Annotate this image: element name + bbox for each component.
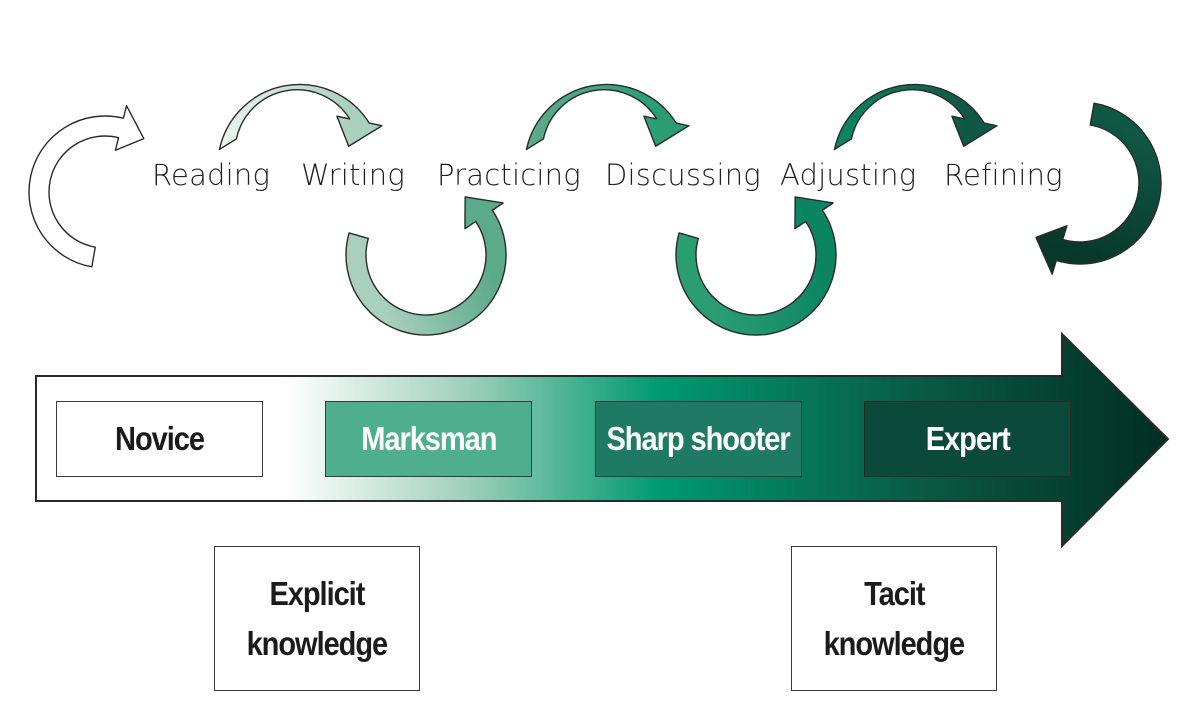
cycle-arrow-practicing (345, 196, 507, 336)
stage-sharp-shooter: Sharp shooter (595, 401, 802, 477)
stage-novice: Novice (56, 401, 263, 477)
cycle-arrow-refining (833, 83, 998, 151)
cycle-arrow-reading (28, 104, 145, 268)
activity-reading: Reading (152, 158, 271, 192)
activity-adjusting: Adjusting (780, 158, 917, 192)
activity-refining: Refining (944, 158, 1063, 192)
cycle-arrow-writing (218, 83, 383, 151)
cycle-arrow-adjusting (675, 196, 837, 336)
cycle-arrow-return (1035, 102, 1162, 275)
cycle-arrow-discussing (525, 83, 690, 151)
activity-discussing: Discussing (605, 158, 761, 192)
stage-expert: Expert (864, 401, 1071, 477)
cycle-arrows (28, 83, 1162, 336)
activity-writing: Writing (301, 158, 405, 192)
activity-practicing: Practicing (437, 158, 581, 192)
stage-marksman: Marksman (325, 401, 532, 477)
